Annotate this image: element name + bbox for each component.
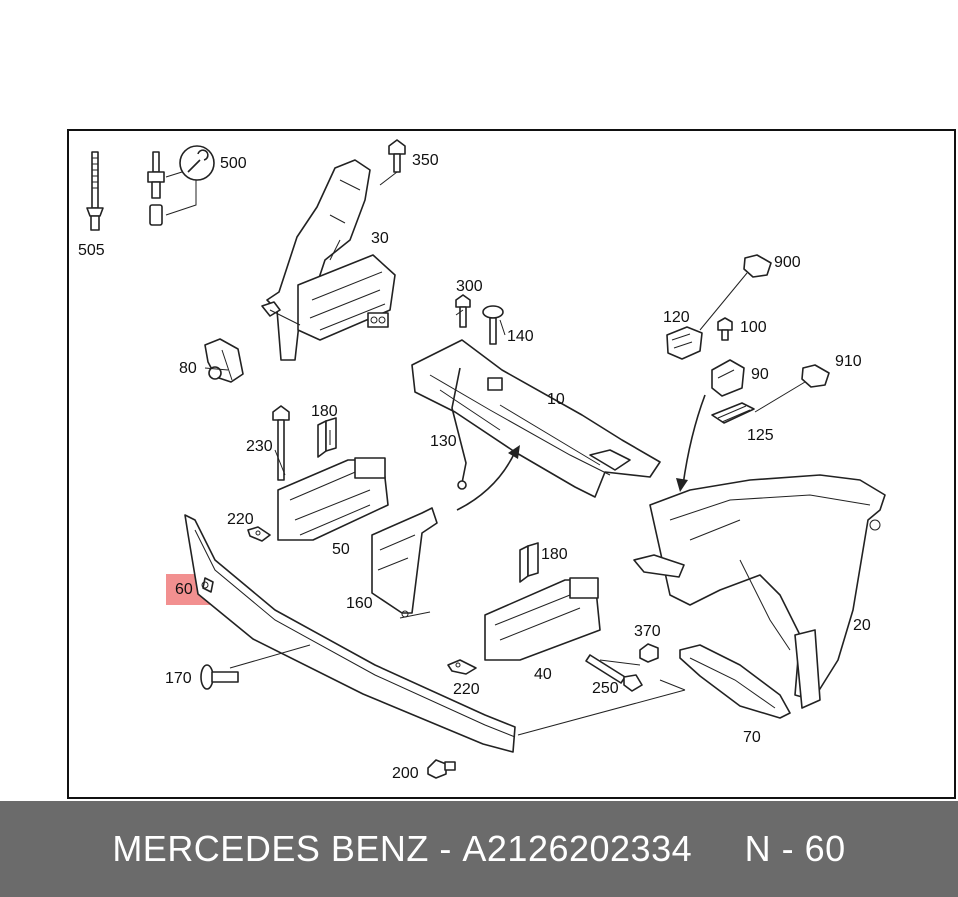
- parts-diagram: 505 500 350 30 80 300 140 10 900 120 100…: [78, 139, 886, 782]
- label-230: 230: [246, 438, 273, 455]
- crossmember-10-drawing: [411, 339, 661, 498]
- label-250: 250: [592, 680, 619, 697]
- bracket-160-drawing: [371, 507, 438, 618]
- bracket-180-upper-drawing: [317, 417, 337, 458]
- footer-separator: -: [439, 828, 452, 869]
- footer-caption-bar: MERCEDES BENZ - A2126202334 N - 60: [0, 801, 958, 897]
- crash-box-40-drawing: [484, 577, 601, 661]
- label-220-lower: 220: [453, 681, 480, 698]
- washer-220-lower-drawing: [447, 659, 477, 675]
- clip-910-drawing: [754, 364, 830, 413]
- label-220-upper: 220: [227, 511, 254, 528]
- label-80: 80: [179, 360, 197, 377]
- label-180-upper: 180: [311, 403, 338, 420]
- label-500: 500: [220, 155, 247, 172]
- label-505: 505: [78, 242, 105, 259]
- clip-900-drawing: [699, 254, 772, 331]
- assembly-arrow-left: [456, 445, 520, 511]
- label-180-lower: 180: [541, 546, 568, 563]
- guide-125-drawing: [711, 402, 755, 424]
- label-30: 30: [371, 230, 389, 247]
- rail-70-drawing: [679, 644, 791, 719]
- latch-120-drawing: [666, 326, 703, 360]
- label-130: 130: [430, 433, 457, 450]
- bolt-140-drawing: [482, 305, 504, 345]
- fastener-set-500-drawing: [147, 145, 215, 226]
- bolt-350-drawing: [388, 139, 406, 173]
- leader-lines: [204, 171, 686, 736]
- label-60: 60: [175, 581, 193, 598]
- label-20: 20: [853, 617, 871, 634]
- label-350: 350: [412, 152, 439, 169]
- label-40: 40: [534, 666, 552, 683]
- rod-130-drawing: [451, 367, 467, 490]
- bolt-300-drawing: [455, 294, 471, 328]
- label-10: 10: [547, 391, 565, 408]
- footer-reference: N - 60: [744, 828, 846, 869]
- label-910: 910: [835, 353, 862, 370]
- bolt-505-drawing: [86, 151, 104, 231]
- label-90: 90: [751, 366, 769, 383]
- label-125: 125: [747, 427, 774, 444]
- bracket-30-drawing: [261, 159, 396, 361]
- label-900: 900: [774, 254, 801, 271]
- washer-220-upper-drawing: [247, 526, 271, 542]
- label-160: 160: [346, 595, 373, 612]
- footer-part-number: A2126202334: [462, 828, 693, 869]
- label-370: 370: [634, 623, 661, 640]
- label-50: 50: [332, 541, 350, 558]
- latch-90-drawing: [711, 359, 745, 397]
- bolt-100-drawing: [717, 317, 733, 341]
- label-200: 200: [392, 765, 419, 782]
- label-170: 170: [165, 670, 192, 687]
- label-140: 140: [507, 328, 534, 345]
- side-frame-20-drawing: [633, 474, 886, 709]
- bumper-beam-drawing: [184, 514, 516, 753]
- crash-box-50-drawing: [277, 457, 389, 541]
- part-labels: 505 500 350 30 80 300 140 10 900 120 100…: [78, 152, 871, 782]
- bolt-170-drawing: [200, 664, 239, 690]
- assembly-arrow-right: [676, 394, 706, 492]
- label-100: 100: [740, 319, 767, 336]
- label-300: 300: [456, 278, 483, 295]
- label-70: 70: [743, 729, 761, 746]
- footer-brand: MERCEDES BENZ: [112, 828, 429, 869]
- bracket-80-drawing: [204, 338, 244, 383]
- bolt-230-drawing: [272, 405, 290, 481]
- bolt-370-drawing: [639, 643, 659, 663]
- bracket-180-lower-drawing: [519, 542, 539, 583]
- bolt-250-drawing: [585, 654, 643, 692]
- label-120: 120: [663, 309, 690, 326]
- bolt-200-drawing: [427, 759, 456, 779]
